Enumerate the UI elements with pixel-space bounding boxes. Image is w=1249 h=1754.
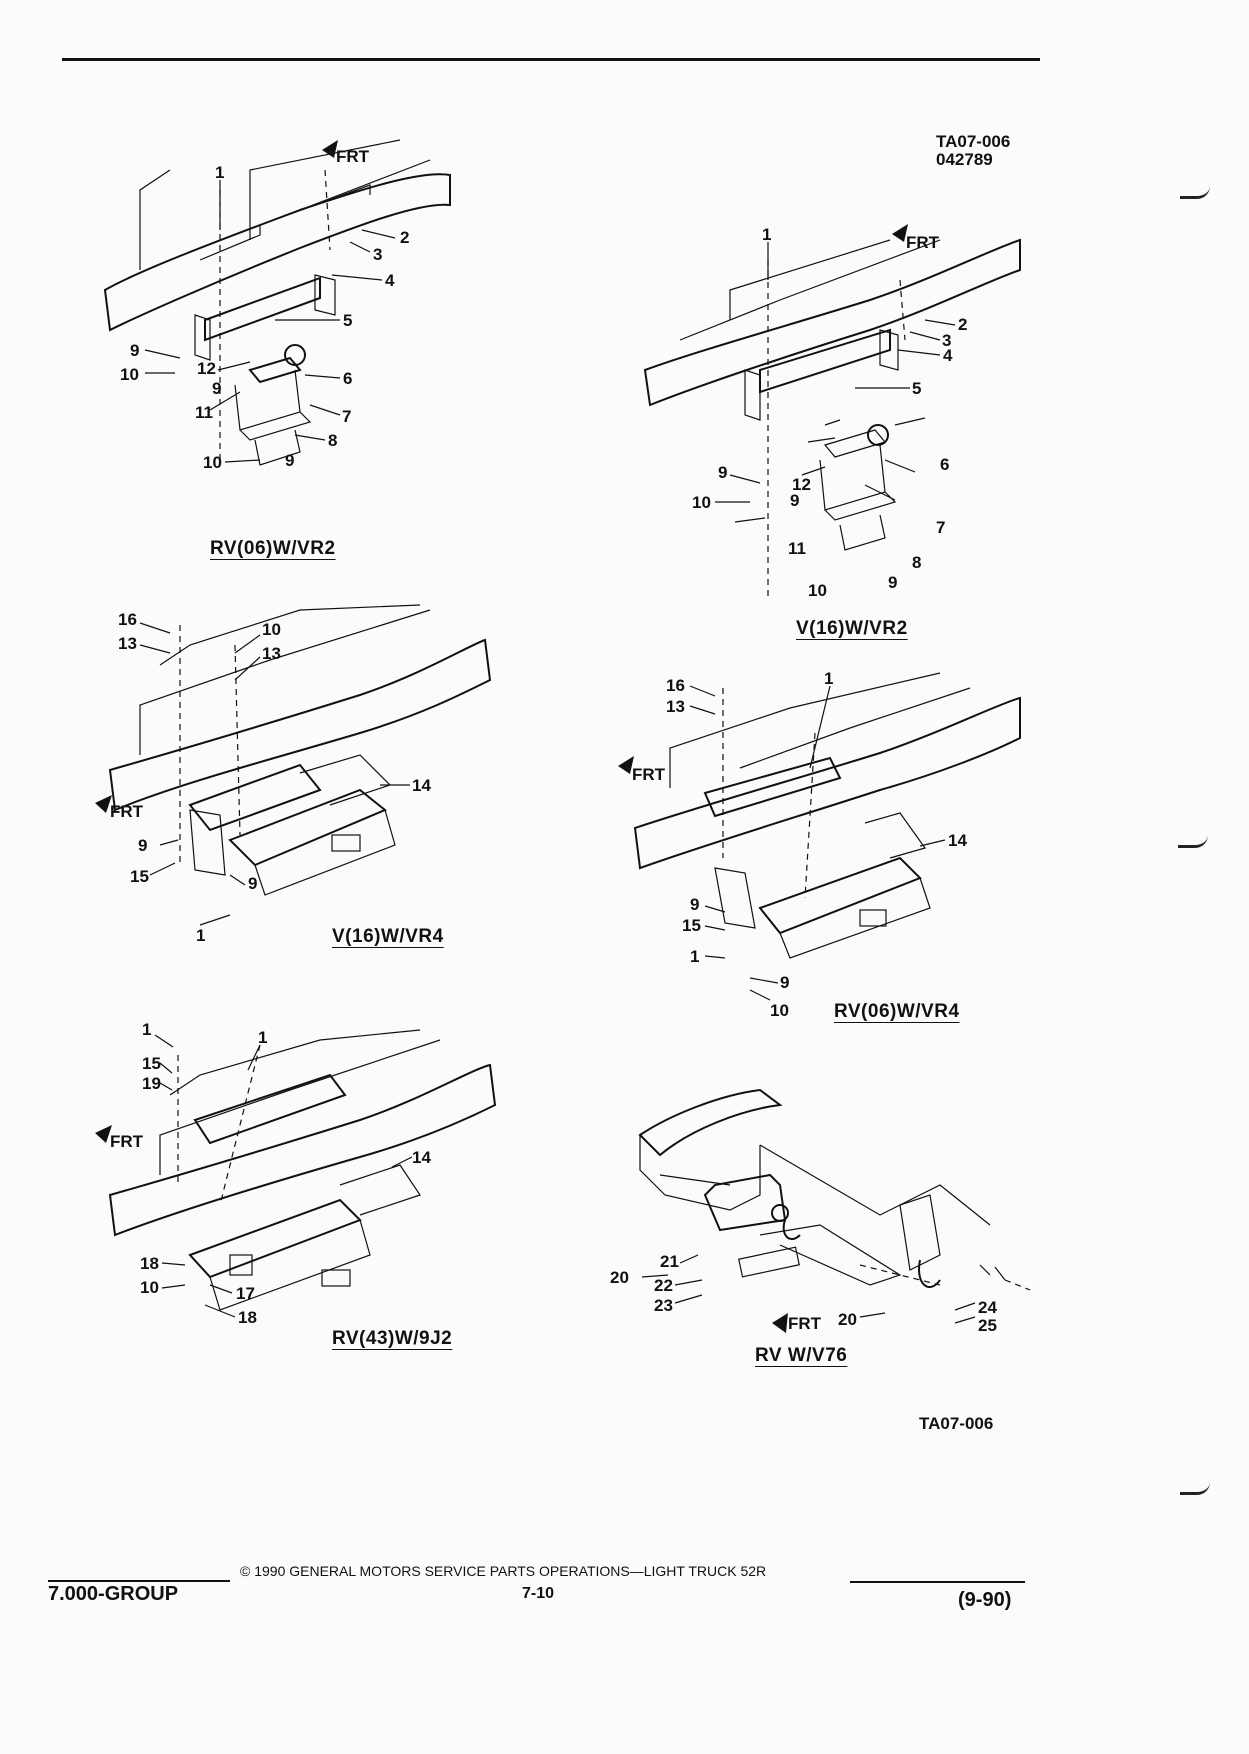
figure-ref-code: TA07-006 xyxy=(936,132,1011,151)
part-callout: 11 xyxy=(195,403,213,422)
part-callout: FRT xyxy=(788,1314,822,1333)
part-callout: 15 xyxy=(142,1054,161,1073)
top-rule xyxy=(62,58,1040,61)
binder-mark xyxy=(1178,835,1208,848)
binder-mark xyxy=(1180,1482,1210,1495)
part-callout: 13 xyxy=(262,644,281,663)
part-callout: 19 xyxy=(142,1074,161,1093)
footer-date: (9-90) xyxy=(958,1589,1012,1611)
part-callout: 16 xyxy=(666,676,685,695)
part-callout: 16 xyxy=(118,610,137,629)
part-callout: 9 xyxy=(780,973,789,992)
part-callout: 8 xyxy=(912,553,921,572)
part-callout: 14 xyxy=(412,1148,431,1167)
caption-v16-vr2: V(16)W/VR2 xyxy=(796,618,908,639)
part-callout: 20 xyxy=(610,1268,629,1287)
part-callout: 5 xyxy=(912,379,921,398)
part-callout: FRT xyxy=(906,233,940,252)
part-callout: 14 xyxy=(948,831,967,850)
part-callout: 9 xyxy=(248,874,257,893)
part-callout: 11 xyxy=(788,539,806,558)
part-callout: 14 xyxy=(412,776,431,795)
part-callout: 24 xyxy=(978,1298,997,1317)
diagram-rv06-vr2: FRT 1 2 3 4 5 9 10 12 9 6 11 7 8 10 9 xyxy=(103,139,451,472)
part-callout: 9 xyxy=(285,451,294,470)
part-callout: 2 xyxy=(400,228,409,247)
part-callout: 9 xyxy=(790,491,799,510)
caption-rv06-vr4: RV(06)W/VR4 xyxy=(834,1001,960,1022)
part-callout: 9 xyxy=(888,573,897,592)
part-callout: 23 xyxy=(654,1296,673,1315)
footer-rule-right xyxy=(850,1581,1025,1583)
part-callout: 9 xyxy=(718,463,727,482)
part-callout: 9 xyxy=(130,341,139,360)
part-callout: 13 xyxy=(118,634,137,653)
part-callout: 10 xyxy=(262,620,281,639)
footer-group: 7.000-GROUP xyxy=(48,1583,179,1605)
part-callout: 17 xyxy=(236,1284,255,1303)
part-callout: 20 xyxy=(838,1310,857,1329)
footer-copyright: © 1990 GENERAL MOTORS SERVICE PARTS OPER… xyxy=(240,1563,767,1579)
caption-rv43-9j2: RV(43)W/9J2 xyxy=(332,1328,453,1349)
part-callout: 10 xyxy=(808,581,827,600)
part-callout: FRT xyxy=(110,1132,144,1151)
diagram-rv-v76: FRT 20 21 22 23 20 24 25 xyxy=(610,1088,1031,1335)
part-callout: 1 xyxy=(215,163,224,182)
caption-v16-vr4: V(16)W/VR4 xyxy=(332,926,444,947)
part-callout: 9 xyxy=(138,836,147,855)
part-callout: 4 xyxy=(943,346,953,365)
part-callout: 1 xyxy=(690,947,699,966)
part-callout: 10 xyxy=(770,1001,789,1020)
diagram-v16-vr4: FRT 16 13 10 13 14 9 15 9 1 xyxy=(95,604,492,945)
diagram-rv06-vr4: FRT 1 16 13 14 9 15 1 9 10 xyxy=(618,669,1021,1020)
frt-label: FRT xyxy=(336,147,370,166)
part-callout: 21 xyxy=(660,1252,679,1271)
caption-rv06-vr2: RV(06)W/VR2 xyxy=(210,538,336,559)
part-callout: 7 xyxy=(342,407,351,426)
part-callout: 10 xyxy=(120,365,139,384)
part-callout: 1 xyxy=(196,926,205,945)
part-callout: 1 xyxy=(258,1028,267,1047)
part-callout: 12 xyxy=(792,475,811,494)
part-callout: 13 xyxy=(666,697,685,716)
part-callout: 2 xyxy=(958,315,967,334)
part-callout: FRT xyxy=(110,802,144,821)
part-callout: 10 xyxy=(692,493,711,512)
part-callout: 25 xyxy=(978,1316,997,1335)
diagram-rv43-9j2: FRT 1 1 15 19 14 18 10 17 18 xyxy=(95,1020,497,1327)
part-callout: 9 xyxy=(690,895,699,914)
part-callout: 12 xyxy=(197,359,216,378)
part-callout: 8 xyxy=(328,431,337,450)
diagram-v16-vr2: FRT 1 2 3 4 5 9 12 10 9 6 7 11 8 10 9 xyxy=(643,224,1021,600)
part-callout: 18 xyxy=(140,1254,159,1273)
part-callout: 4 xyxy=(385,271,395,290)
part-callout: 3 xyxy=(373,245,382,264)
part-callout: 7 xyxy=(936,518,945,537)
binder-mark xyxy=(1180,186,1210,199)
footer-page-number: 7-10 xyxy=(522,1585,555,1602)
part-callout: 9 xyxy=(212,379,221,398)
part-callout: 1 xyxy=(762,225,771,244)
part-callout: 5 xyxy=(343,311,352,330)
part-callout: 15 xyxy=(130,867,149,886)
part-callout: FRT xyxy=(632,765,666,784)
part-callout: 6 xyxy=(343,369,352,388)
footer-rule-left xyxy=(48,1580,230,1582)
part-callout: 1 xyxy=(142,1020,151,1039)
part-callout: 18 xyxy=(238,1308,257,1327)
part-callout: 10 xyxy=(140,1278,159,1297)
figure-ref-date: 042789 xyxy=(936,150,993,169)
part-callout: 3 xyxy=(942,331,951,350)
caption-rv-v76: RV W/V76 xyxy=(755,1345,848,1366)
figure-code: TA07-006 xyxy=(919,1414,994,1433)
part-callout: 22 xyxy=(654,1276,673,1295)
part-callout: 15 xyxy=(682,916,701,935)
part-callout: 1 xyxy=(824,669,833,688)
part-callout: 6 xyxy=(940,455,949,474)
part-callout: 10 xyxy=(203,453,222,472)
